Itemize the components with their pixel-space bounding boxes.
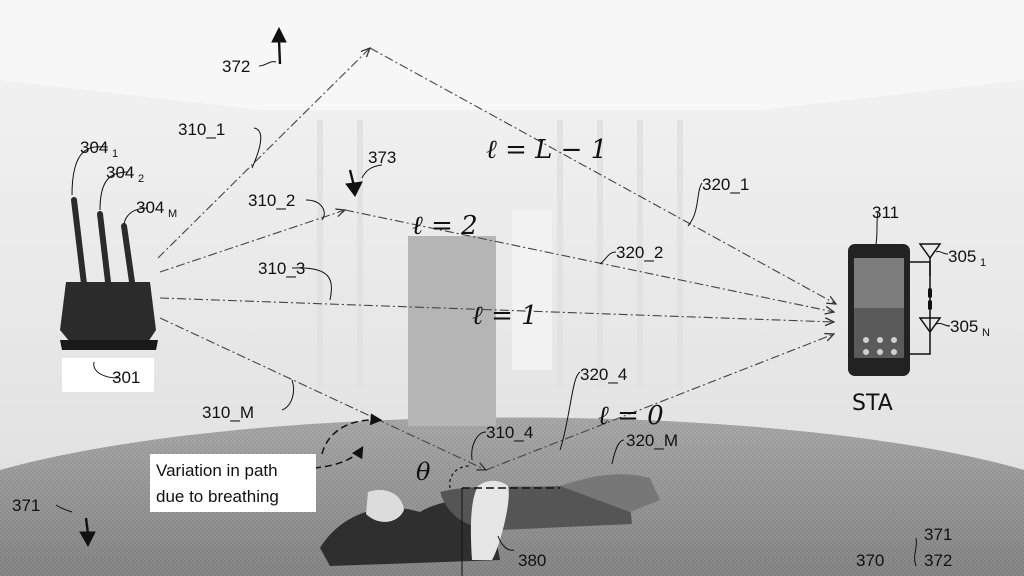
ref-304-2: 304 bbox=[106, 163, 134, 182]
path-320-1 bbox=[369, 47, 836, 304]
breathing-note-line1: Variation in path bbox=[156, 461, 278, 480]
ref-371-br: 371 bbox=[924, 525, 952, 544]
angle-theta: θ bbox=[416, 458, 431, 486]
path-label-2: ℓ = 2 bbox=[412, 211, 478, 241]
ref-311: 311 bbox=[872, 203, 899, 222]
ref-380: 380 bbox=[518, 551, 546, 570]
direction-arrows bbox=[79, 26, 363, 548]
path-label-0: ℓ = 0 bbox=[598, 401, 664, 431]
ref-305-1: 305 bbox=[948, 247, 976, 266]
ref-304-1-sub: 1 bbox=[112, 148, 118, 160]
ref-304-2-sub: 2 bbox=[138, 173, 144, 185]
back-wall-stripes bbox=[317, 120, 683, 390]
ref-304-M-sub: M bbox=[168, 208, 177, 220]
ref-372-top: 372 bbox=[222, 57, 250, 76]
obstacle-highlight bbox=[512, 210, 552, 370]
leader-lines bbox=[55, 61, 951, 567]
sta-label: STA bbox=[852, 391, 893, 416]
label-310-1: 310_1 bbox=[178, 120, 225, 139]
angle-arc bbox=[449, 465, 471, 489]
person-lying bbox=[320, 474, 660, 566]
ref-370: 370 bbox=[856, 551, 884, 570]
path-310-3 bbox=[159, 297, 834, 322]
path-310-M bbox=[159, 317, 486, 470]
label-320-1: 320_1 bbox=[702, 175, 749, 194]
ref-372-br: 372 bbox=[924, 551, 952, 570]
ref-301: 301 bbox=[112, 368, 140, 387]
label-320-M: 320_M bbox=[626, 431, 678, 450]
antenna-M bbox=[121, 223, 135, 285]
label-310-3: 310_3 bbox=[258, 259, 305, 278]
path-label-L-minus-1: ℓ = L − 1 bbox=[486, 135, 607, 165]
path-310-1 bbox=[157, 48, 370, 259]
breathing-note-line2: due to breathing bbox=[156, 487, 279, 506]
ref-305-N-sub: N bbox=[982, 327, 990, 339]
sta-antenna-N-symbol bbox=[918, 317, 942, 334]
breathing-curve-lower bbox=[313, 445, 364, 469]
label-310-M: 310_M bbox=[202, 403, 254, 422]
breathing-curve-upper bbox=[321, 413, 383, 455]
ref-305-1-sub: 1 bbox=[980, 257, 986, 269]
obstacle-block bbox=[408, 236, 496, 426]
path-320-2 bbox=[344, 209, 834, 312]
router-device bbox=[60, 197, 158, 392]
label-310-2: 310_2 bbox=[248, 191, 295, 210]
label-320-2: 320_2 bbox=[616, 243, 663, 262]
path-320-4 bbox=[485, 334, 834, 471]
breathing-note-box bbox=[150, 454, 316, 512]
sta-phone bbox=[848, 243, 942, 376]
label-320-4: 320_4 bbox=[580, 365, 627, 384]
path-310-2 bbox=[159, 210, 345, 273]
ref-304-1: 304 bbox=[80, 138, 108, 157]
antenna-1 bbox=[71, 197, 87, 287]
ref-371-left: 371 bbox=[12, 496, 40, 515]
label-310-4: 310_4 bbox=[486, 423, 533, 442]
ref-373: 373 bbox=[368, 148, 396, 167]
propagation-paths bbox=[157, 47, 836, 471]
ref-305-N: 305 bbox=[950, 317, 978, 336]
labels: 372 373 304 1 304 2 304 M 301 310_1 310_… bbox=[12, 57, 990, 570]
path-index-labels: ℓ = L − 1 ℓ = 2 ℓ = 1 ℓ = 0 θ bbox=[412, 135, 664, 486]
ref-304-M: 304 bbox=[136, 198, 164, 217]
sta-antenna-1-symbol bbox=[918, 243, 942, 260]
antenna-2 bbox=[97, 211, 111, 285]
path-label-1: ℓ = 1 bbox=[472, 301, 538, 331]
